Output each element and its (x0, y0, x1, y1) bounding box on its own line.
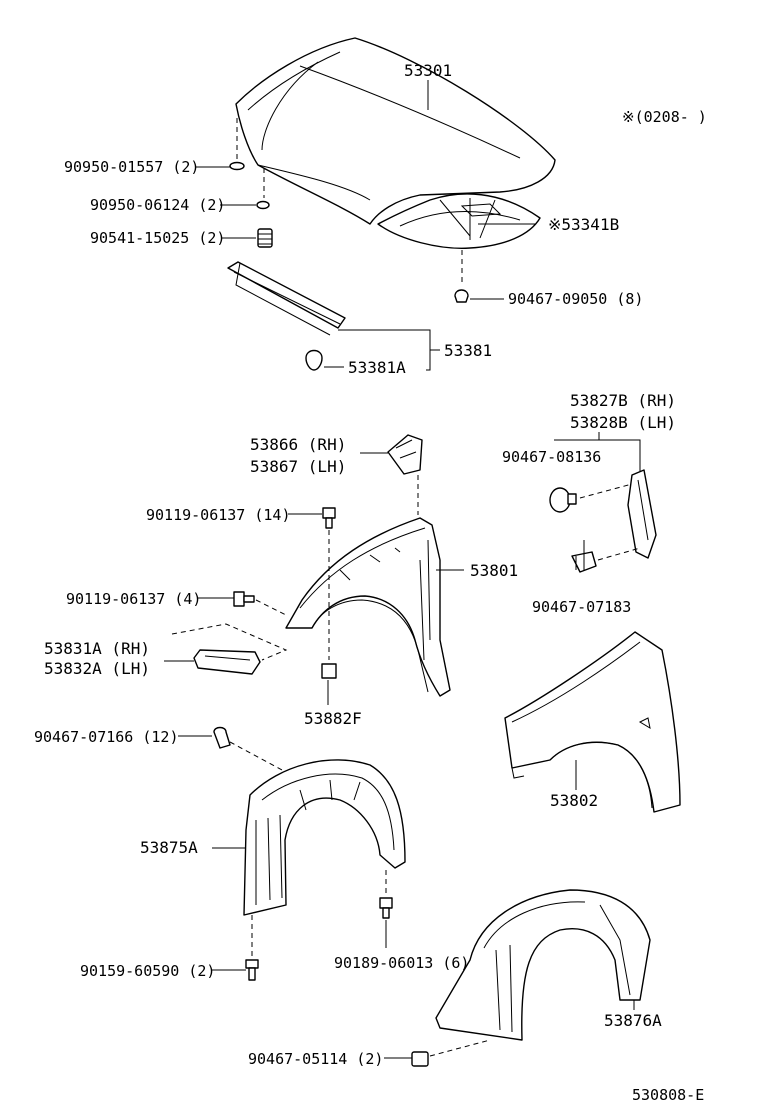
liner-screw-icon (245, 959, 259, 981)
label-fender-nut: 53882F (304, 709, 362, 728)
label-fender-bolt-side: 90119-06137 (4) (66, 590, 201, 608)
label-liner-clip: 90467-07166 (12) (34, 728, 179, 746)
hood-insulator (377, 193, 541, 249)
label-sheet-id: 530808-E (632, 1086, 704, 1104)
liner-clip-2-icon (411, 1051, 429, 1067)
hood-cushion-icon (257, 228, 273, 248)
hood-seal-strip (227, 261, 346, 336)
label-hood: 53301 (404, 61, 452, 80)
liner-rh (243, 759, 406, 916)
fender-bracket (627, 469, 657, 559)
fender-side-bolt-icon (233, 591, 255, 607)
fender-nut-icon (321, 663, 337, 679)
label-fender-rh: 53801 (470, 561, 518, 580)
label-date-note: ※(0208- ) (622, 108, 707, 126)
insulator-clip-icon (454, 289, 469, 303)
fender-seal-piece (387, 434, 423, 475)
label-liner-screw: 90159-60590 (2) (80, 962, 215, 980)
label-seal-clip: 53381A (348, 358, 406, 377)
label-hood-clip-2: 90950-06124 (2) (90, 196, 225, 214)
label-liner-clip-2: 90467-05114 (2) (248, 1050, 383, 1068)
label-fender-seal-lh: 53867 (LH) (250, 457, 346, 476)
hood-clip-2-icon (256, 200, 270, 210)
fender-bolt-icon (322, 507, 336, 529)
label-fender-bracket-lh: 53828B (LH) (570, 413, 676, 432)
label-hood-insulator: ※53341B (548, 215, 619, 234)
hood-panel (235, 37, 556, 225)
bracket-clip-2-icon (571, 551, 597, 573)
label-fender-bracket-rh: 53827B (RH) (570, 391, 676, 410)
bracket-clip-icon (549, 487, 577, 513)
liner-clip-icon (213, 726, 231, 749)
label-liner-rh: 53875A (140, 838, 198, 857)
label-seal-assembly: 53381 (444, 341, 492, 360)
fender-lh (504, 631, 681, 813)
label-hood-clip-1: 90950-01557 (2) (64, 158, 199, 176)
apron-seal (193, 649, 261, 675)
label-fender-bolt-top: 90119-06137 (14) (146, 506, 291, 524)
fender-rh (285, 517, 451, 697)
label-liner-lh: 53876A (604, 1011, 662, 1030)
label-liner-bolt: 90189-06013 (6) (334, 954, 469, 972)
liner-bolt-icon (379, 897, 393, 919)
liner-lh (435, 889, 651, 1041)
label-apron-seal-lh: 53832A (LH) (44, 659, 150, 678)
hood-clip-icon (229, 161, 245, 171)
label-insulator-clip: 90467-09050 (8) (508, 290, 643, 308)
label-apron-seal-rh: 53831A (RH) (44, 639, 150, 658)
seal-clip-icon (305, 349, 323, 371)
label-hood-cushion: 90541-15025 (2) (90, 229, 225, 247)
label-bracket-clip-2: 90467-07183 (532, 598, 631, 616)
label-bracket-clip: 90467-08136 (502, 448, 601, 466)
leader-lines (164, 80, 641, 1059)
label-fender-lh: 53802 (550, 791, 598, 810)
label-fender-seal-rh: 53866 (RH) (250, 435, 346, 454)
